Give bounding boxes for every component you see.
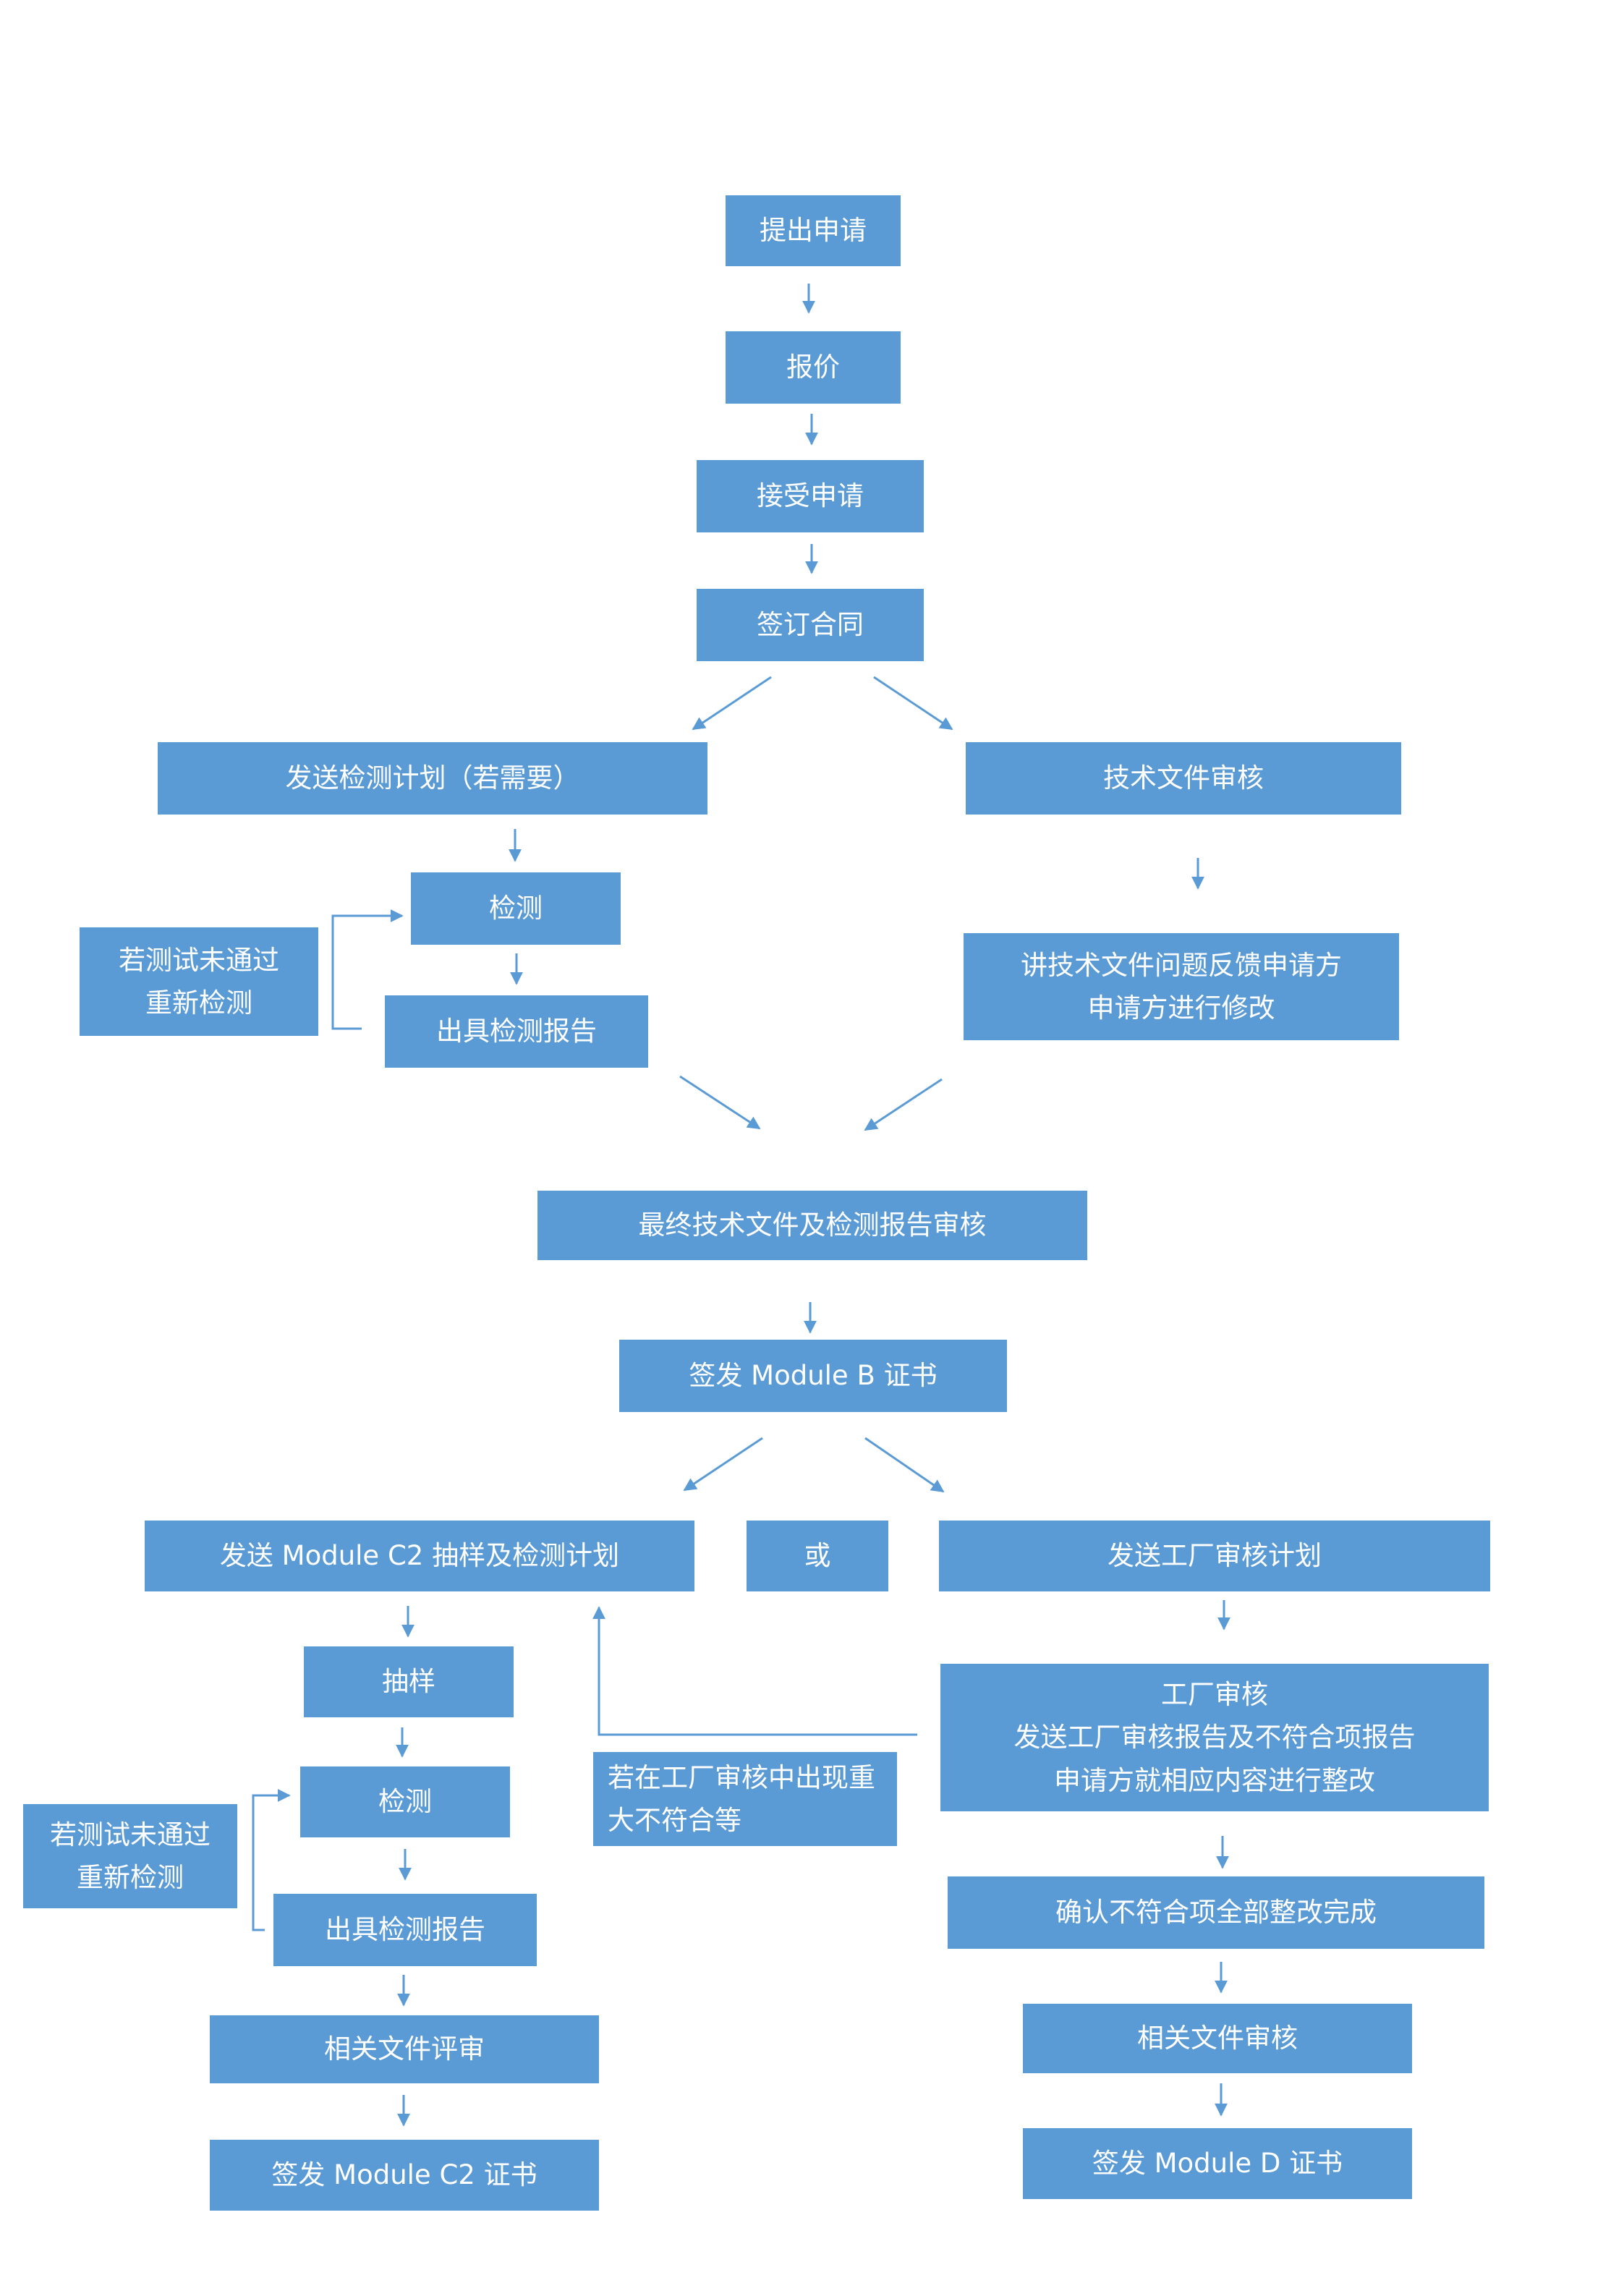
node-doc-eval-label: 相关文件评审 <box>324 2033 485 2065</box>
node-retest-1-line-2: 重新检测 <box>145 987 252 1019</box>
node-major-nc-line-2: 大不符合等 <box>608 1805 741 1836</box>
node-sampling: 抽样 <box>304 1646 514 1717</box>
node-retest-2-line-2: 重新检测 <box>77 1862 184 1893</box>
node-final-review: 最终技术文件及检测报告审核 <box>537 1191 1087 1260</box>
node-issue-c2: 签发 Module C2 证书 <box>210 2140 599 2211</box>
node-test-2: 检测 <box>300 1766 510 1837</box>
node-accept: 接受申请 <box>697 460 924 532</box>
node-apply-label: 提出申请 <box>760 215 867 247</box>
arrow-contract-right <box>873 676 953 731</box>
node-issue-c2-label: 签发 Module C2 证书 <box>271 2159 537 2191</box>
node-final-review-label: 最终技术文件及检测报告审核 <box>638 1209 987 1241</box>
node-tech-review-label: 技术文件审核 <box>1103 762 1264 794</box>
node-report-1-label: 出具检测报告 <box>436 1016 597 1047</box>
node-major-nc-line-1: 若在工厂审核中出现重 <box>608 1761 875 1793</box>
node-tech-review: 技术文件审核 <box>966 742 1401 815</box>
node-retest-2: 若测试未通过 重新检测 <box>23 1804 237 1908</box>
node-major-nc: 若在工厂审核中出现重 大不符合等 <box>593 1752 897 1846</box>
node-issue-b-label: 签发 Module B 证书 <box>689 1360 938 1392</box>
node-factory-audit: 工厂审核 发送工厂审核报告及不符合项报告 申请方就相应内容进行整改 <box>940 1664 1489 1811</box>
node-doc-review: 相关文件审核 <box>1023 2004 1412 2073</box>
node-send-factory-label: 发送工厂审核计划 <box>1108 1540 1322 1572</box>
node-issue-d: 签发 Module D 证书 <box>1023 2128 1412 2199</box>
node-tech-feedback-line-2: 申请方进行修改 <box>1087 992 1275 1024</box>
loop-retest-2 <box>252 1789 291 1931</box>
node-factory-audit-line-1: 工厂审核 <box>1161 1679 1268 1711</box>
node-test-2-label: 检测 <box>378 1786 432 1818</box>
arrow-feedback-final <box>864 1078 943 1131</box>
node-quote: 报价 <box>726 331 901 404</box>
node-doc-eval: 相关文件评审 <box>210 2015 599 2083</box>
node-confirm-label: 确认不符合项全部整改完成 <box>1055 1897 1377 1929</box>
node-contract-label: 签订合同 <box>757 609 864 641</box>
node-test-1: 检测 <box>411 872 621 945</box>
node-send-factory: 发送工厂审核计划 <box>939 1521 1490 1591</box>
node-or-label: 或 <box>804 1540 831 1572</box>
node-send-c2: 发送 Module C2 抽样及检测计划 <box>145 1521 694 1591</box>
node-sampling-label: 抽样 <box>382 1666 435 1698</box>
node-factory-audit-line-3: 申请方就相应内容进行整改 <box>1054 1764 1375 1796</box>
node-report-1: 出具检测报告 <box>385 995 648 1068</box>
node-quote-label: 报价 <box>786 352 840 383</box>
node-send-c2-label: 发送 Module C2 抽样及检测计划 <box>219 1540 620 1572</box>
node-tech-feedback: 讲技术文件问题反馈申请方 申请方进行修改 <box>964 933 1399 1040</box>
node-tech-feedback-line-1: 讲技术文件问题反馈申请方 <box>1021 949 1342 981</box>
node-send-test-plan: 发送检测计划（若需要） <box>158 742 707 815</box>
arrow-issueb-right <box>864 1437 945 1493</box>
arrow-report1-final <box>679 1075 761 1130</box>
node-factory-audit-line-2: 发送工厂审核报告及不符合项报告 <box>1013 1722 1416 1753</box>
node-contract: 签订合同 <box>697 589 924 661</box>
node-retest-2-line-1: 若测试未通过 <box>50 1819 211 1850</box>
node-confirm: 确认不符合项全部整改完成 <box>948 1876 1484 1949</box>
node-or: 或 <box>747 1521 888 1591</box>
node-issue-b: 签发 Module B 证书 <box>619 1340 1007 1412</box>
node-apply: 提出申请 <box>726 195 901 266</box>
arrow-issueb-left <box>683 1437 763 1492</box>
node-send-test-plan-label: 发送检测计划（若需要） <box>285 762 580 794</box>
node-retest-1-line-1: 若测试未通过 <box>119 944 279 976</box>
arrow-contract-left <box>692 676 772 731</box>
arrow-major-nc-return <box>592 1606 917 1736</box>
node-accept-label: 接受申请 <box>757 480 864 512</box>
node-doc-review-label: 相关文件审核 <box>1137 2023 1298 2054</box>
node-report-2: 出具检测报告 <box>273 1894 537 1966</box>
loop-retest-1 <box>331 909 404 1030</box>
node-issue-d-label: 签发 Module D 证书 <box>1092 2148 1343 2180</box>
node-retest-1: 若测试未通过 重新检测 <box>80 927 318 1036</box>
node-test-1-label: 检测 <box>489 893 543 924</box>
node-report-2-label: 出具检测报告 <box>325 1914 485 1946</box>
